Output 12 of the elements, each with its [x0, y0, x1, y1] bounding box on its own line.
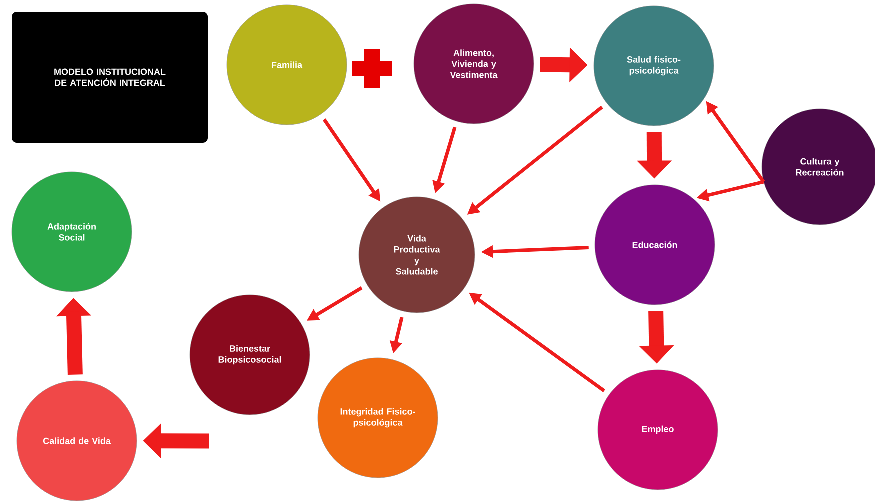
- circle-node: Educación: [594, 184, 716, 306]
- circle-node: Vida Productiva y Saludable: [358, 196, 476, 314]
- circle-node: Integridad Fisico-psicológica: [318, 358, 438, 478]
- circle-node: Familia: [226, 4, 348, 126]
- circle-node: Bienestar Biopsicosocial: [190, 294, 310, 416]
- circle-node: Salud fisico- psicológica: [594, 6, 714, 126]
- circle-node: Calidad de Vida: [16, 380, 138, 502]
- circle-node: Adaptación Social: [12, 172, 132, 292]
- circle-node: Empleo: [598, 370, 718, 490]
- title-box: MODELO INSTITUCIONAL DE ATENCIÓN INTEGRAL: [12, 12, 208, 143]
- circle-node: Cultura y Recreación: [762, 108, 875, 226]
- circle-node: Alimento, Vivienda y Vestimenta: [414, 4, 534, 124]
